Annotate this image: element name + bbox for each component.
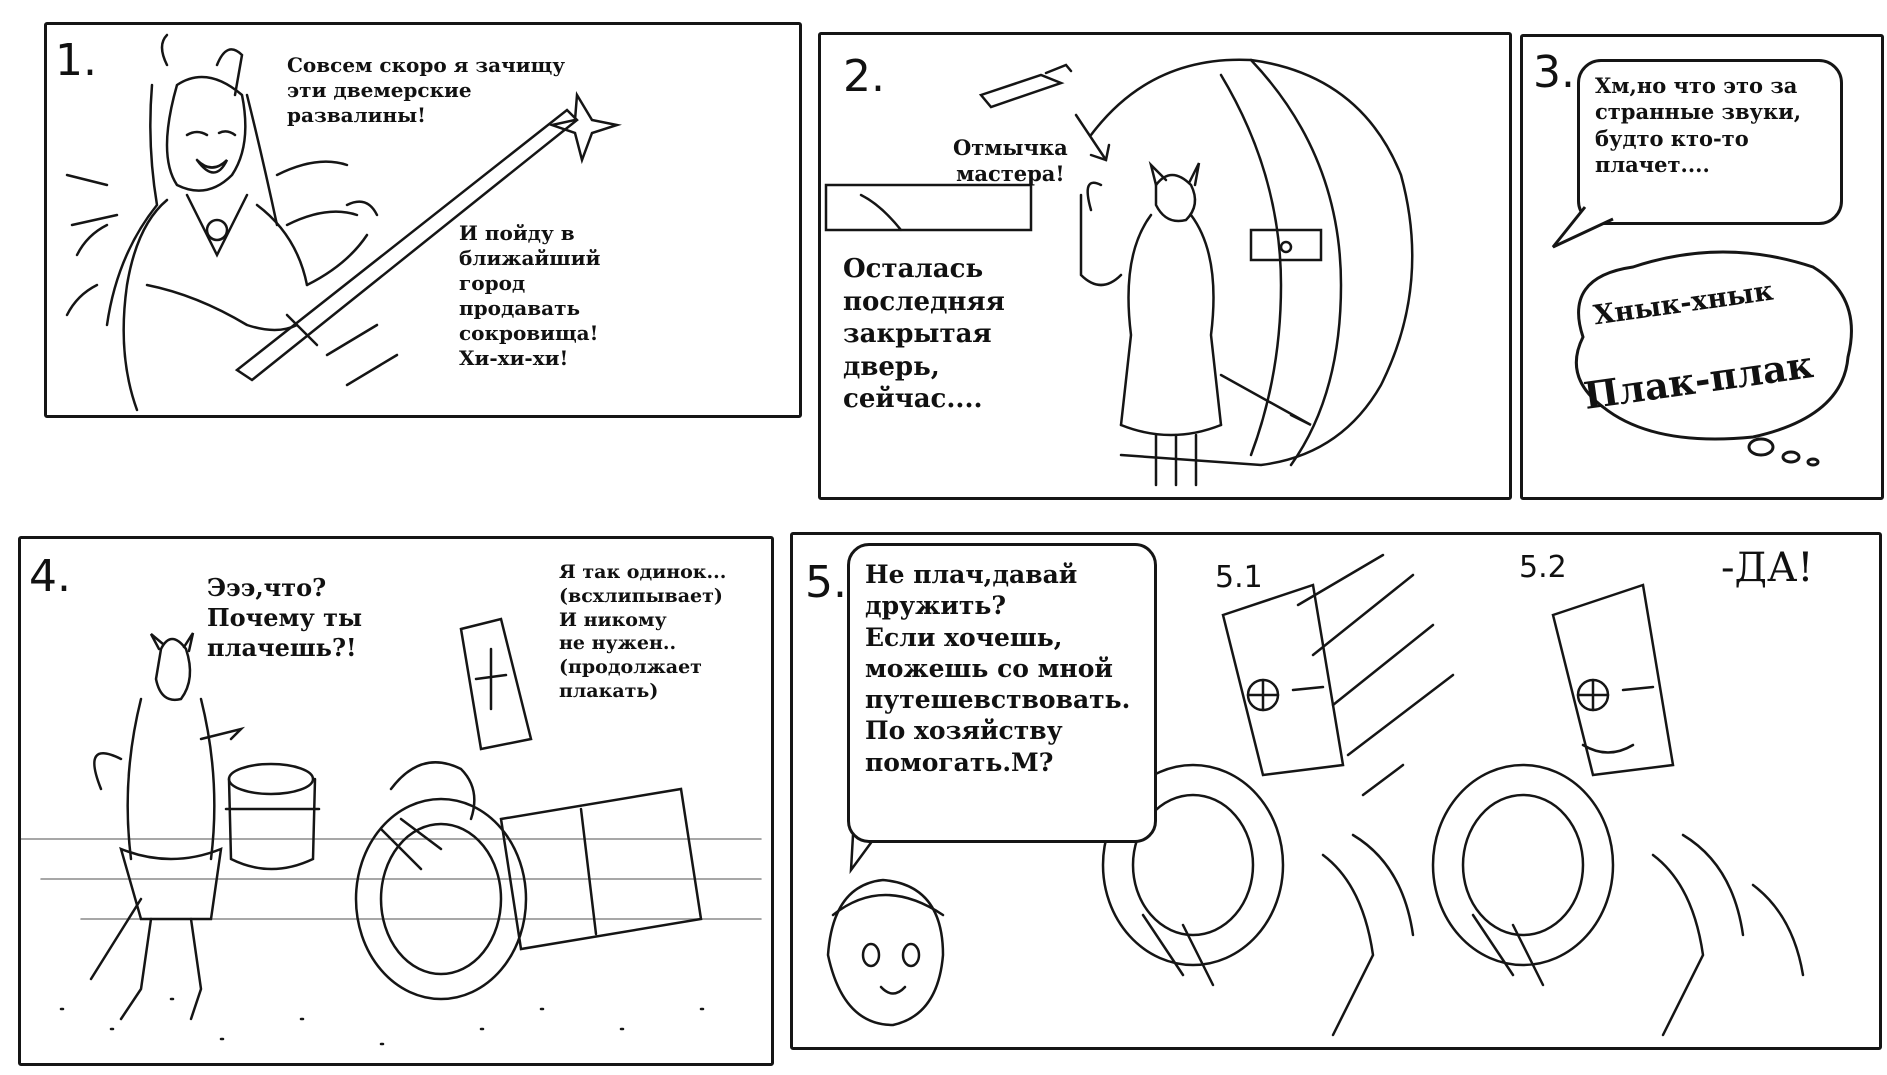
panel-4-speech-robot: Я так одинок... (всхлипывает) И никому н…: [559, 561, 727, 702]
panel-3-speech-bubble: [1577, 59, 1843, 225]
panel-2-caption: Осталась последняя закрытая дверь, сейча…: [843, 254, 1005, 414]
panel-1-speech-a: Совсем скоро я зачищу эти двемерские раз…: [287, 53, 566, 127]
panel-4-speech-girl: Эээ,что? Почему ты плачешь?!: [207, 573, 363, 662]
panel-1-number: 1.: [55, 35, 97, 86]
panel-3-speech: Хм,но что это за странные звуки, будто к…: [1595, 73, 1802, 177]
panel-3-tails: [1551, 206, 1853, 467]
panel-1-speech-b: И пойду в ближайший город продавать сокр…: [459, 221, 601, 370]
panel-3-number: 3.: [1533, 47, 1575, 98]
panel-2-pointer-label: Отмычка мастера!: [953, 135, 1068, 187]
panel-5-art: [826, 553, 1805, 1037]
panel-1: 1. Совсем скоро я зачищу эти двемерские …: [44, 22, 802, 418]
panel-4-number: 4.: [29, 551, 71, 602]
panel-5-speech-bubble: [847, 543, 1157, 843]
panel-1-art: [65, 33, 622, 412]
panel-5-number: 5.: [805, 557, 847, 608]
panel-3: 3. Хм,но что это за странные звуки, будт…: [1520, 34, 1884, 500]
panel-2: 2. Отмычка мастера! Осталась последняя з…: [818, 32, 1512, 500]
panel-5-sub-1: 5.1: [1215, 560, 1263, 595]
panel-2-number: 2.: [843, 51, 885, 102]
panel-2-art: [824, 58, 1414, 487]
panel-5-speech-girl: Не плач,давай дружить? Если хочешь, може…: [865, 560, 1131, 777]
panel-4: 4. Эээ,что? Почему ты плачешь?! Я так од…: [18, 536, 774, 1066]
panel-5: 5. Не плач,давай дружить? Если хочешь, м…: [790, 532, 1882, 1050]
panel-5-answer: -ДА!: [1721, 545, 1814, 591]
panel-4-art: [21, 617, 762, 1046]
panel-5-sub-2: 5.2: [1519, 550, 1567, 585]
